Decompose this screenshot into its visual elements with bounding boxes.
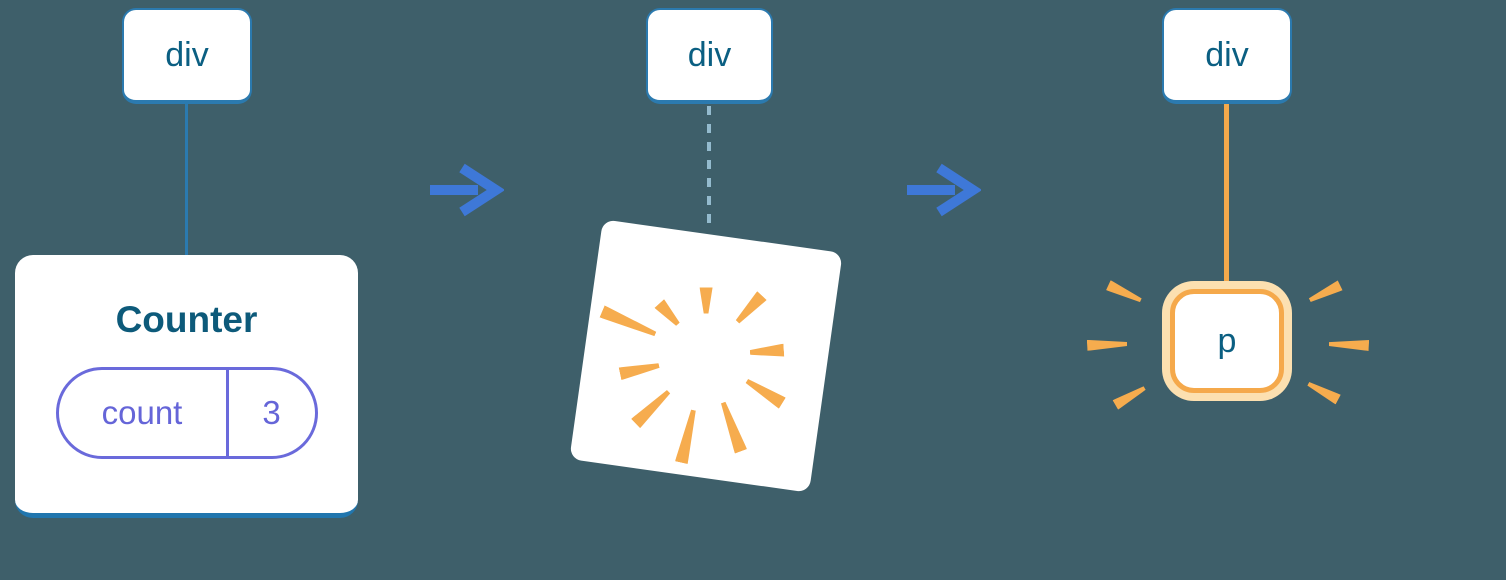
sparkle-ray: [1113, 383, 1148, 410]
tag-label: p: [1217, 321, 1237, 360]
poof-burst-icon: [569, 219, 843, 493]
tag-label: div: [165, 35, 209, 74]
sparkle-ray: [1106, 280, 1143, 305]
tree-edge-new: [1224, 104, 1229, 302]
state-key-label: count: [101, 394, 183, 431]
burst-ray: [675, 409, 700, 465]
tag-label: div: [687, 35, 732, 74]
burst-ray: [717, 400, 747, 453]
sparkle-ray: [1307, 280, 1342, 305]
tree-edge-removed: [707, 106, 711, 226]
dom-node-div-after: div: [1162, 8, 1292, 104]
burst-ray: [743, 375, 786, 408]
burst-ray: [750, 344, 785, 359]
sparkle-ray: [1329, 339, 1369, 351]
arrow-right-icon: [430, 163, 504, 217]
burst-ray: [733, 291, 767, 326]
dom-node-p-new: p: [1170, 289, 1284, 393]
tree-edge-before: [185, 104, 188, 255]
state-pill: count 3: [55, 367, 318, 459]
burst-ray: [631, 387, 673, 428]
burst-ray: [654, 299, 682, 329]
burst-ray: [600, 305, 658, 340]
component-title: Counter: [115, 299, 258, 340]
pill-divider: [225, 370, 229, 456]
sparkle-ray: [1306, 379, 1341, 405]
state-value-label: 3: [262, 394, 281, 431]
tag-label: div: [1205, 35, 1249, 74]
burst-ray: [619, 359, 661, 380]
counter-component-card: Counter count 3: [15, 255, 358, 518]
burst-ray: [700, 288, 713, 314]
dom-node-div-during: div: [646, 8, 773, 104]
dom-node-div-before: div: [122, 8, 252, 104]
arrow-right-icon: [907, 163, 981, 217]
sparkle-ray: [1087, 338, 1127, 350]
